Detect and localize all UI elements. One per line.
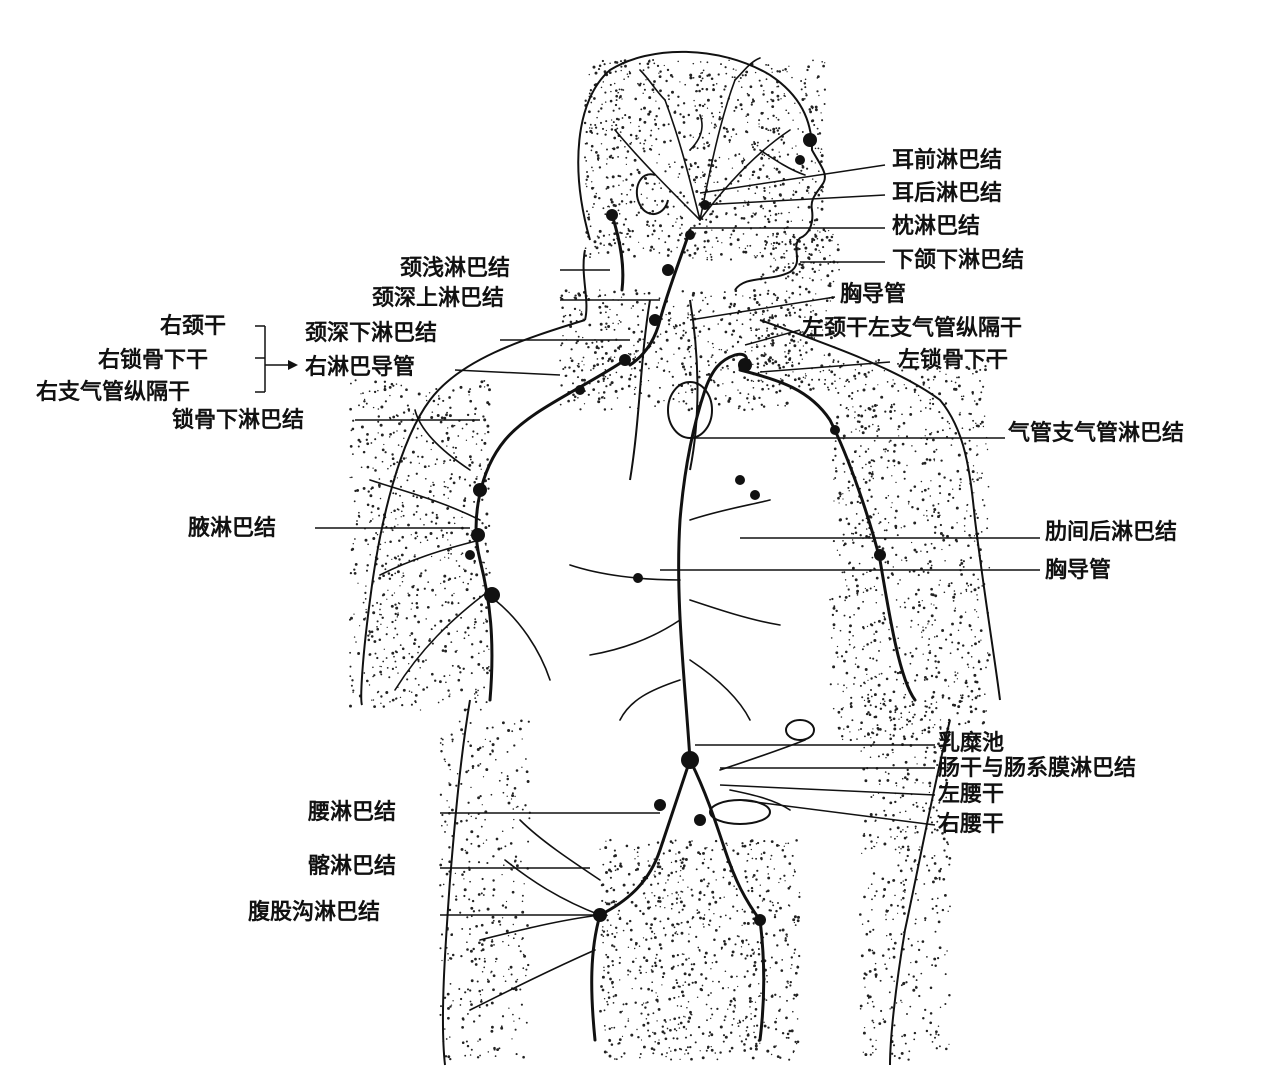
- label-tracheobronchial-nodes: 气管支气管淋巴结: [1008, 423, 1184, 445]
- label-right-lumbar-trunk: 右腰干: [938, 814, 1004, 836]
- label-right-lymphatic-duct: 右淋巴导管: [305, 357, 415, 379]
- body-stipple: [349, 59, 991, 1061]
- label-superior-deep-cervical-nodes: 颈深上淋巴结: [372, 288, 504, 310]
- label-iliac-nodes: 髂淋巴结: [308, 856, 396, 878]
- label-right-subclavian-trunk: 右锁骨下干: [98, 350, 208, 372]
- label-thoracic-duct-upper: 胸导管: [840, 284, 906, 306]
- label-infraclavicular-nodes: 锁骨下淋巴结: [172, 410, 304, 432]
- label-left-subclavian-trunk: 左锁骨下干: [898, 350, 1008, 372]
- label-axillary-nodes: 腋淋巴结: [188, 518, 276, 540]
- label-right-jugular-trunk: 右颈干: [160, 316, 226, 338]
- label-right-bronchomediastinal-trunk: 右支气管纵隔干: [36, 382, 190, 404]
- label-intestinal-trunk-mesenteric-nodes: 肠干与肠系膜淋巴结: [938, 758, 1136, 780]
- lymph-branches: [370, 58, 805, 1010]
- label-lumbar-nodes: 腰淋巴结: [308, 802, 396, 824]
- label-occipital-nodes: 枕淋巴结: [892, 216, 980, 238]
- label-postauricular-nodes: 耳后淋巴结: [892, 183, 1002, 205]
- label-submandibular-nodes: 下颌下淋巴结: [892, 250, 1024, 272]
- label-inferior-deep-cervical-nodes: 颈深下淋巴结: [305, 323, 437, 345]
- label-thoracic-duct-middle: 胸导管: [1045, 560, 1111, 582]
- label-cisterna-chyli: 乳糜池: [938, 733, 1004, 755]
- label-superficial-cervical-nodes: 颈浅淋巴结: [400, 258, 510, 280]
- label-left-lumbar-trunk: 左腰干: [938, 784, 1004, 806]
- label-preauricular-nodes: 耳前淋巴结: [892, 150, 1002, 172]
- label-left-jugular-bronchomediastinal-trunk: 左颈干左支气管纵隔干: [802, 318, 1022, 340]
- arrow-right-icon: [288, 360, 298, 370]
- label-inguinal-nodes: 腹股沟淋巴结: [248, 902, 380, 924]
- label-posterior-intercostal-nodes: 肋间后淋巴结: [1045, 522, 1177, 544]
